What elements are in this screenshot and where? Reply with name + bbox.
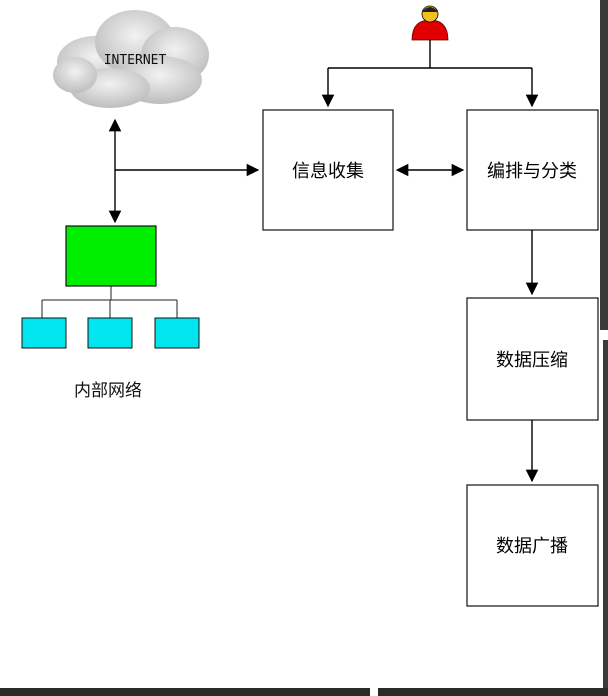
server-icon — [65, 225, 157, 287]
lan-tree-lines — [41, 286, 178, 318]
node-broadcast-label: 数据广播 — [496, 536, 568, 557]
lan-label: 内部网络 — [74, 381, 142, 401]
node-broadcast: 数据广播 — [466, 484, 599, 607]
node-compress: 数据压缩 — [466, 297, 599, 421]
user-icon — [411, 5, 449, 41]
cloud-icon — [53, 10, 209, 108]
node-compress-label: 数据压缩 — [496, 350, 568, 371]
node-classify-label: 编排与分类 — [487, 161, 577, 182]
node-classify: 编排与分类 — [466, 109, 599, 231]
cloud-label: INTERNET — [104, 53, 167, 68]
client-computer-icon — [21, 317, 67, 349]
client-computers — [21, 317, 200, 349]
node-collect: 信息收集 — [262, 109, 394, 231]
client-computer-icon — [87, 317, 133, 349]
client-computer-icon — [154, 317, 200, 349]
node-collect-label: 信息收集 — [292, 161, 364, 182]
internet-cloud: INTERNET — [53, 10, 209, 108]
